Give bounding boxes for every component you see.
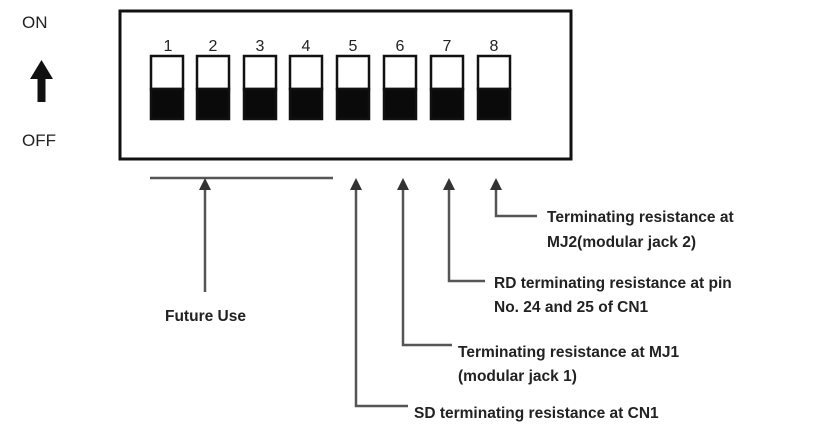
switch-number-2: 2 — [209, 38, 218, 55]
sw5-callout-text: SD terminating resistance at CN1 — [414, 405, 659, 422]
sw7-callout-leader — [443, 178, 485, 283]
switch-number-8: 8 — [490, 38, 499, 55]
switch-2[interactable] — [195, 54, 231, 121]
switch-number-7: 7 — [443, 38, 452, 55]
sw6-callout-line1: Terminating resistance at MJ1 — [458, 344, 679, 361]
sw7-callout-line2: No. 24 and 25 of CN1 — [494, 299, 649, 316]
sw8-callout-line2: MJ2(modular jack 2) — [547, 234, 696, 251]
switch-6[interactable] — [382, 54, 418, 121]
sw8-callout-line1: Terminating resistance at — [547, 209, 734, 226]
switch-1[interactable] — [149, 54, 185, 121]
up-arrow-icon — [30, 60, 53, 102]
sw6-callout-leader — [397, 178, 452, 347]
switch-4[interactable] — [288, 54, 324, 121]
switch-number-1: 1 — [164, 38, 173, 55]
switch-number-4: 4 — [302, 38, 311, 55]
switch-number-5: 5 — [349, 38, 358, 55]
sw5-callout-leader — [350, 178, 408, 408]
on-label: ON — [22, 13, 48, 32]
sw7-callout-line1: RD terminating resistance at pin — [494, 275, 732, 292]
sw6-callout-line2: (modular jack 1) — [458, 368, 577, 385]
future-use-arrow — [199, 178, 211, 292]
sw8-callout-leader — [490, 178, 537, 218]
switch-8[interactable] — [476, 54, 512, 121]
switch-number-3: 3 — [256, 38, 265, 55]
switch-number-6: 6 — [396, 38, 405, 55]
switch-7[interactable] — [429, 54, 465, 121]
switch-3[interactable] — [242, 54, 278, 121]
off-label: OFF — [22, 131, 56, 150]
switch-numbers: 1 2 3 4 5 6 7 8 — [164, 38, 499, 55]
switch-5[interactable] — [335, 54, 371, 121]
future-use-label: Future Use — [165, 308, 246, 325]
